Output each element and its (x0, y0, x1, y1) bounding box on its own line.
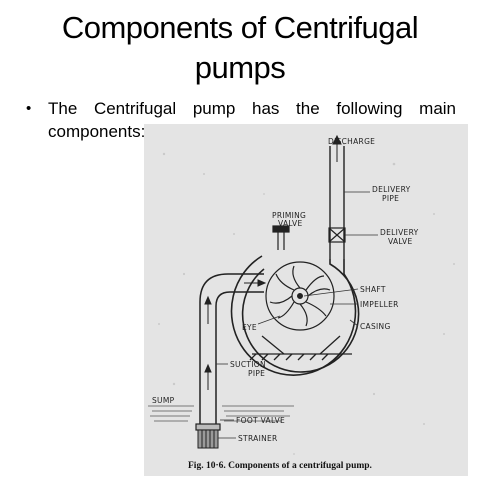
label-priming-valve-2: VALVE (278, 219, 303, 228)
slide-title: Components of Centrifugal pumps (0, 8, 480, 88)
leader-lines (216, 191, 378, 439)
figure-caption: Fig. 10·6. Components of a centrifugal p… (188, 461, 372, 471)
discharge-arrow (332, 134, 342, 162)
pump-diagram-figure: DISCHARGE DELIVERY PIPE PRIMING VALVE DE… (144, 124, 468, 476)
bullet-marker: • (26, 100, 32, 117)
label-delivery-valve-2: VALVE (388, 237, 413, 246)
strainer (197, 429, 219, 449)
bullet-text-line-2: components: (48, 122, 146, 141)
label-sump: SUMP (152, 396, 175, 405)
label-priming-valve-1: PRIMING (272, 211, 306, 220)
label-delivery-pipe-2: PIPE (382, 194, 399, 203)
pump-diagram: DISCHARGE DELIVERY PIPE PRIMING VALVE DE… (144, 124, 468, 476)
suction-pipe (199, 273, 264, 424)
label-shaft: SHAFT (360, 285, 386, 294)
label-discharge: DISCHARGE (328, 137, 375, 146)
label-suction-pipe-2: PIPE (248, 369, 265, 378)
label-delivery-valve-1: DELIVERY (380, 228, 419, 237)
label-casing: CASING (360, 322, 391, 331)
delivery-pipe (329, 146, 345, 259)
slide-title-line-2: pumps (194, 50, 286, 85)
pump-base (249, 335, 352, 361)
shaft (297, 293, 303, 299)
scan-texture (144, 124, 468, 476)
label-eye: EYE (242, 323, 257, 332)
foot-valve (195, 423, 221, 431)
slide-title-line-1: Components of Centrifugal (61, 10, 419, 45)
sump-water (148, 405, 294, 422)
label-suction-pipe-1: SUCTION (230, 360, 266, 369)
label-delivery-pipe-1: DELIVERY (372, 185, 411, 194)
label-foot-valve: FOOT VALVE (236, 416, 285, 425)
bullet-text-line-1: The Centrifugal pump has the following m… (48, 99, 456, 118)
suction-flow-arrows (204, 279, 267, 390)
pump-casing (230, 255, 360, 376)
impeller (265, 261, 335, 331)
label-impeller: IMPELLER (360, 300, 399, 309)
priming-valve (272, 225, 290, 250)
label-strainer: STRAINER (238, 434, 278, 443)
bullet-point: • The Centrifugal pump has the following… (26, 98, 456, 119)
